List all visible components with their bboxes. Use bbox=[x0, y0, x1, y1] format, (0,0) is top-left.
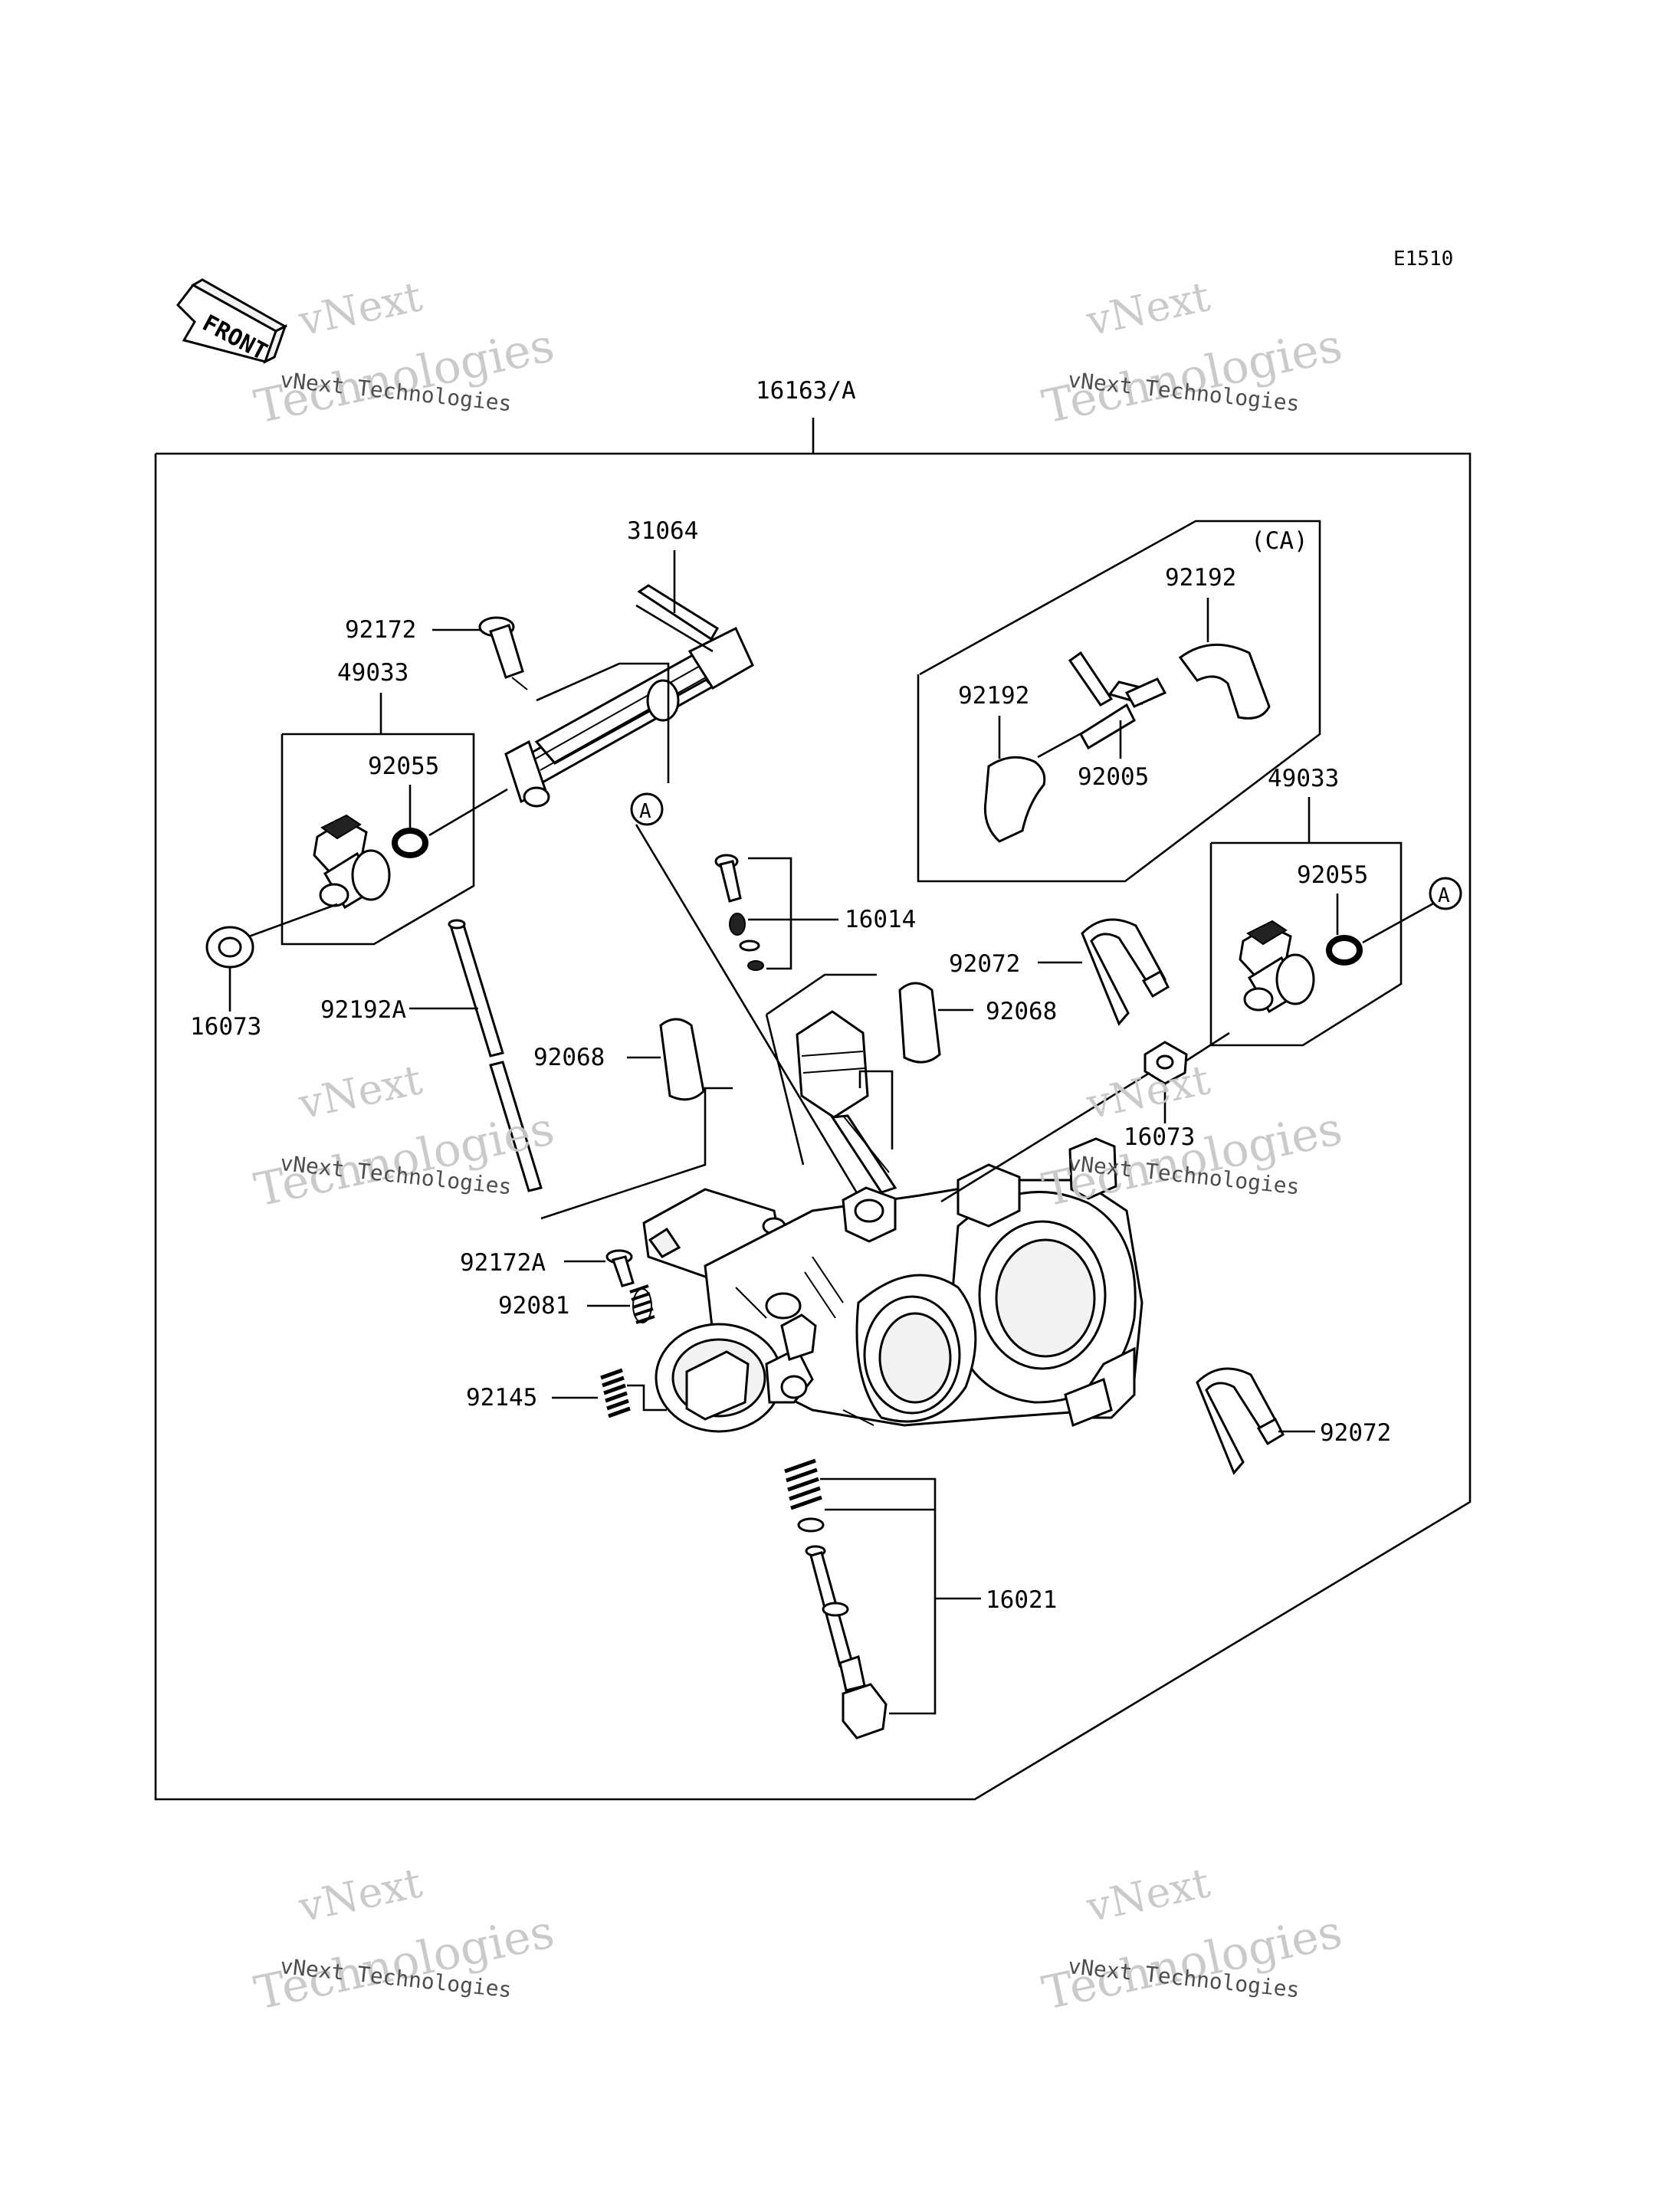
watermark-1: vNext Technologies vNext Technologies bbox=[250, 272, 559, 434]
part-label-92055-right: 92055 bbox=[1297, 861, 1368, 889]
part-label-16073-left: 16073 bbox=[190, 1013, 261, 1041]
diagram-code: E1510 bbox=[1393, 248, 1453, 271]
throttle-body-part bbox=[642, 1137, 1144, 1433]
watermark-6: vNext Technologies vNext Technologies bbox=[1038, 1858, 1347, 2021]
svg-text:A: A bbox=[639, 800, 651, 823]
idle-screw-16021-part bbox=[784, 1458, 888, 1740]
part-label-92192-right: 92192 bbox=[1165, 564, 1236, 592]
part-label-92172: 92172 bbox=[345, 616, 416, 644]
ca-label: (CA) bbox=[1251, 527, 1308, 555]
cable-tie-92072-top-part bbox=[1081, 918, 1170, 1026]
marker-a-left-icon: A bbox=[630, 792, 664, 826]
part-label-16073-right: 16073 bbox=[1124, 1123, 1195, 1151]
cap-92068-right-part bbox=[898, 982, 941, 1064]
part-label-92068-left: 92068 bbox=[533, 1044, 605, 1071]
part-label-31064: 31064 bbox=[627, 517, 698, 545]
front-arrow-icon: FRONT bbox=[176, 278, 288, 366]
part-label-16014: 16014 bbox=[845, 906, 916, 933]
hose-92192-pair-part bbox=[983, 643, 1271, 843]
part-label-92072-top: 92072 bbox=[949, 950, 1020, 978]
svg-text:vNext: vNext bbox=[294, 272, 427, 346]
part-label-49033-right: 49033 bbox=[1268, 765, 1339, 792]
sensor-16014-part bbox=[714, 854, 764, 971]
injector-left-part bbox=[313, 814, 428, 910]
watermark-4: vNext Technologies vNext Technologies bbox=[1038, 1055, 1347, 1218]
grommet-16073-left-part bbox=[205, 926, 254, 969]
fuel-rail-part bbox=[504, 550, 754, 808]
assembly-frame bbox=[154, 418, 1472, 1801]
part-label-16021: 16021 bbox=[986, 1586, 1057, 1614]
spring-92145-part bbox=[600, 1368, 631, 1418]
injector-right-part bbox=[1239, 920, 1363, 1014]
cap-92068-left-part bbox=[659, 1018, 705, 1101]
part-label-92172A: 92172A bbox=[460, 1249, 546, 1277]
bolt-92172-part bbox=[478, 616, 528, 690]
part-label-92192-left: 92192 bbox=[958, 682, 1029, 710]
watermark-2: vNext Technologies vNext Technologies bbox=[1038, 272, 1347, 434]
svg-text:A: A bbox=[1438, 884, 1450, 907]
part-label-92072-bottom: 92072 bbox=[1320, 1419, 1391, 1447]
part-label-92145: 92145 bbox=[466, 1384, 537, 1412]
watermark-5: vNext Technologies vNext Technologies bbox=[250, 1858, 559, 2021]
grommet-16073-right-part bbox=[1144, 1041, 1188, 1085]
marker-a-right-icon: A bbox=[1429, 877, 1462, 910]
svg-text:vNext: vNext bbox=[294, 1055, 427, 1129]
svg-text:vNext: vNext bbox=[294, 1858, 427, 1932]
part-label-49033-left: 49033 bbox=[337, 659, 409, 687]
cable-tie-92072-bottom-part bbox=[1196, 1367, 1285, 1475]
svg-text:vNext: vNext bbox=[1082, 1858, 1215, 1932]
part-label-16163A: 16163/A bbox=[756, 377, 856, 405]
part-label-92081: 92081 bbox=[498, 1292, 569, 1320]
screw-92172A-part bbox=[605, 1249, 635, 1287]
part-label-92005: 92005 bbox=[1078, 763, 1149, 791]
part-label-92055-left: 92055 bbox=[368, 753, 439, 780]
watermark-3: vNext Technologies vNext Technologies bbox=[250, 1055, 559, 1218]
part-label-92068-right: 92068 bbox=[986, 998, 1057, 1025]
spring-92081-part bbox=[629, 1284, 655, 1324]
connector-part bbox=[796, 1010, 897, 1194]
hose-92192A-part bbox=[448, 919, 543, 1192]
svg-text:vNext: vNext bbox=[1082, 272, 1215, 346]
part-label-92192A: 92192A bbox=[320, 996, 406, 1024]
